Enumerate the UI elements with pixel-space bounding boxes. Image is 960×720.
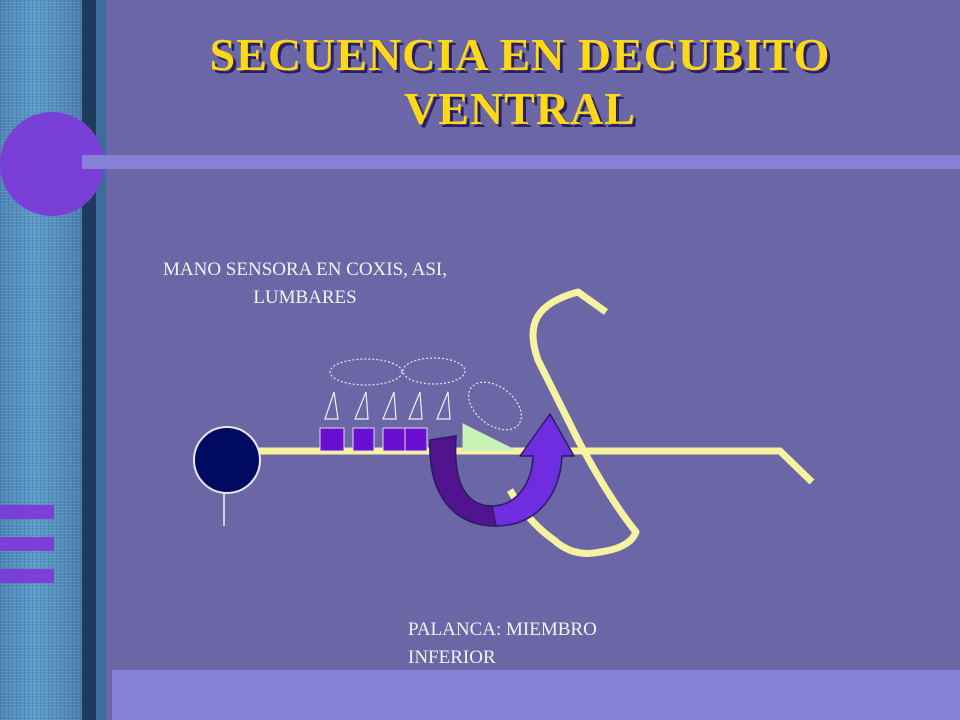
decorative-top-band xyxy=(82,155,960,169)
sensor-hand-label: MANO SENSORA EN COXIS, ASI, LUMBARES xyxy=(163,259,447,308)
vertebra-block xyxy=(319,427,345,452)
spinous-process-marker xyxy=(382,391,397,420)
spinous-process-marker xyxy=(354,391,369,420)
head-circle xyxy=(193,426,261,494)
decorative-light-strip xyxy=(96,0,106,720)
contact-zone-oval xyxy=(402,357,466,385)
spinous-process-marker xyxy=(436,391,451,420)
decorative-bar xyxy=(0,537,54,551)
vertebra-block xyxy=(382,427,406,452)
decorative-bottom-band xyxy=(112,670,960,720)
vertebra-block xyxy=(352,427,375,452)
lower-limb-lever xyxy=(506,288,640,557)
spinous-process-marker xyxy=(324,391,339,420)
spinous-process-marker xyxy=(408,391,423,420)
slide-title: SECUENCIA EN DECUBITO VENTRAL xyxy=(209,29,831,134)
sacrum-wedge xyxy=(462,423,516,451)
vertebra-block xyxy=(404,427,428,452)
decorative-bar xyxy=(0,569,54,583)
contact-zone-oval xyxy=(468,381,522,431)
lever-label: PALANCA: MIEMBRO INFERIOR xyxy=(408,619,597,668)
decorative-bar xyxy=(0,505,54,519)
contact-zone-oval xyxy=(329,358,403,386)
rotation-arrow-shade xyxy=(429,435,497,527)
